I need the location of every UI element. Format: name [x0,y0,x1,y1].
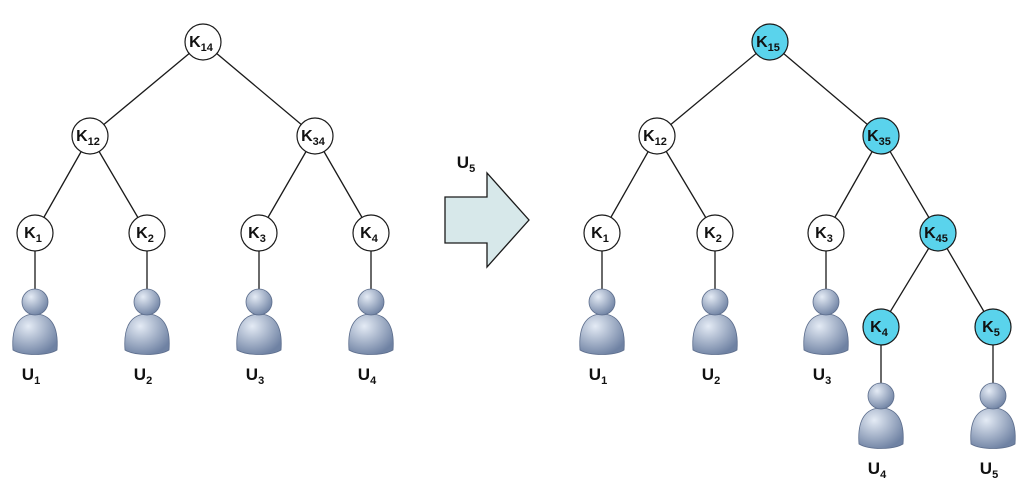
right-edge-k15-k12 [656,41,771,137]
right-key-label-k5: K5 [982,319,1000,339]
left-edge-k14-k34 [202,41,316,137]
transition-label: U5 [457,153,475,175]
left-key-node-k2: K2 [128,214,166,252]
left-key-label-k3: K3 [248,225,266,245]
left-key-label-k1: K1 [24,225,42,245]
left-user-icon-u1 [12,288,58,355]
right-key-node-k3: K3 [807,214,845,252]
right-key-node-k1: K1 [583,214,621,252]
left-edge-k14-k12 [89,41,204,137]
left-key-node-k14: K14 [184,23,222,61]
left-edge-k12-k2 [89,135,148,234]
right-user-label-u5: U5 [980,459,998,481]
right-user-label-u2: U2 [702,365,720,387]
right-key-label-k4: K4 [870,319,889,339]
right-user-icon-u2 [692,288,738,355]
left-user-icon-u2 [124,288,170,355]
right-arrow-icon [444,171,530,269]
right-key-label-k45: K45 [924,225,948,245]
right-key-node-k35: K35 [862,117,900,155]
left-edge-k34-k4 [314,135,372,234]
left-user-icon-u4 [348,288,394,355]
left-key-label-k34: K34 [301,128,326,148]
right-key-node-k45: K45 [919,214,957,252]
left-key-node-k3: K3 [240,214,278,252]
right-user-icon-u4 [858,382,904,449]
left-edge-k34-k3 [258,135,316,234]
right-user-label-u3: U3 [813,365,831,387]
left-user-label-u4: U4 [358,365,377,387]
right-user-label-u1: U1 [589,365,607,387]
right-edge-k12-k2 [656,135,716,234]
right-key-node-k15: K15 [751,23,789,61]
left-user-icon-u3 [236,288,282,355]
transition-group: U5 [444,153,530,269]
right-key-label-k2: K2 [704,225,722,245]
right-key-label-k1: K1 [591,225,609,245]
right-key-node-k5: K5 [974,308,1012,346]
left-user-label-u3: U3 [246,365,264,387]
left-key-node-k34: K34 [296,117,334,155]
right-key-node-k4: K4 [862,308,900,346]
right-user-icon-u5 [970,382,1016,449]
right-key-label-k3: K3 [815,225,833,245]
right-key-node-k12: K12 [638,117,676,155]
left-key-label-k4: K4 [360,225,379,245]
right-user-icon-u3 [803,288,849,355]
left-user-label-u2: U2 [134,365,152,387]
right-edge-k15-k35 [769,41,882,137]
right-user-icon-u1 [579,288,625,355]
right-key-node-k2: K2 [696,214,734,252]
left-user-label-u1: U1 [22,365,40,387]
left-key-node-k12: K12 [71,117,109,155]
right-key-label-k15: K15 [756,34,780,54]
right-edge-k35-k45 [880,135,939,234]
right-key-label-k35: K35 [867,128,891,148]
right-key-label-k12: K12 [643,128,667,148]
right-user-label-u4: U4 [868,459,887,481]
left-key-node-k4: K4 [352,214,390,252]
left-key-label-k14: K14 [189,34,214,54]
left-key-label-k12: K12 [76,128,100,148]
left-key-label-k2: K2 [136,225,154,245]
left-key-node-k1: K1 [16,214,54,252]
